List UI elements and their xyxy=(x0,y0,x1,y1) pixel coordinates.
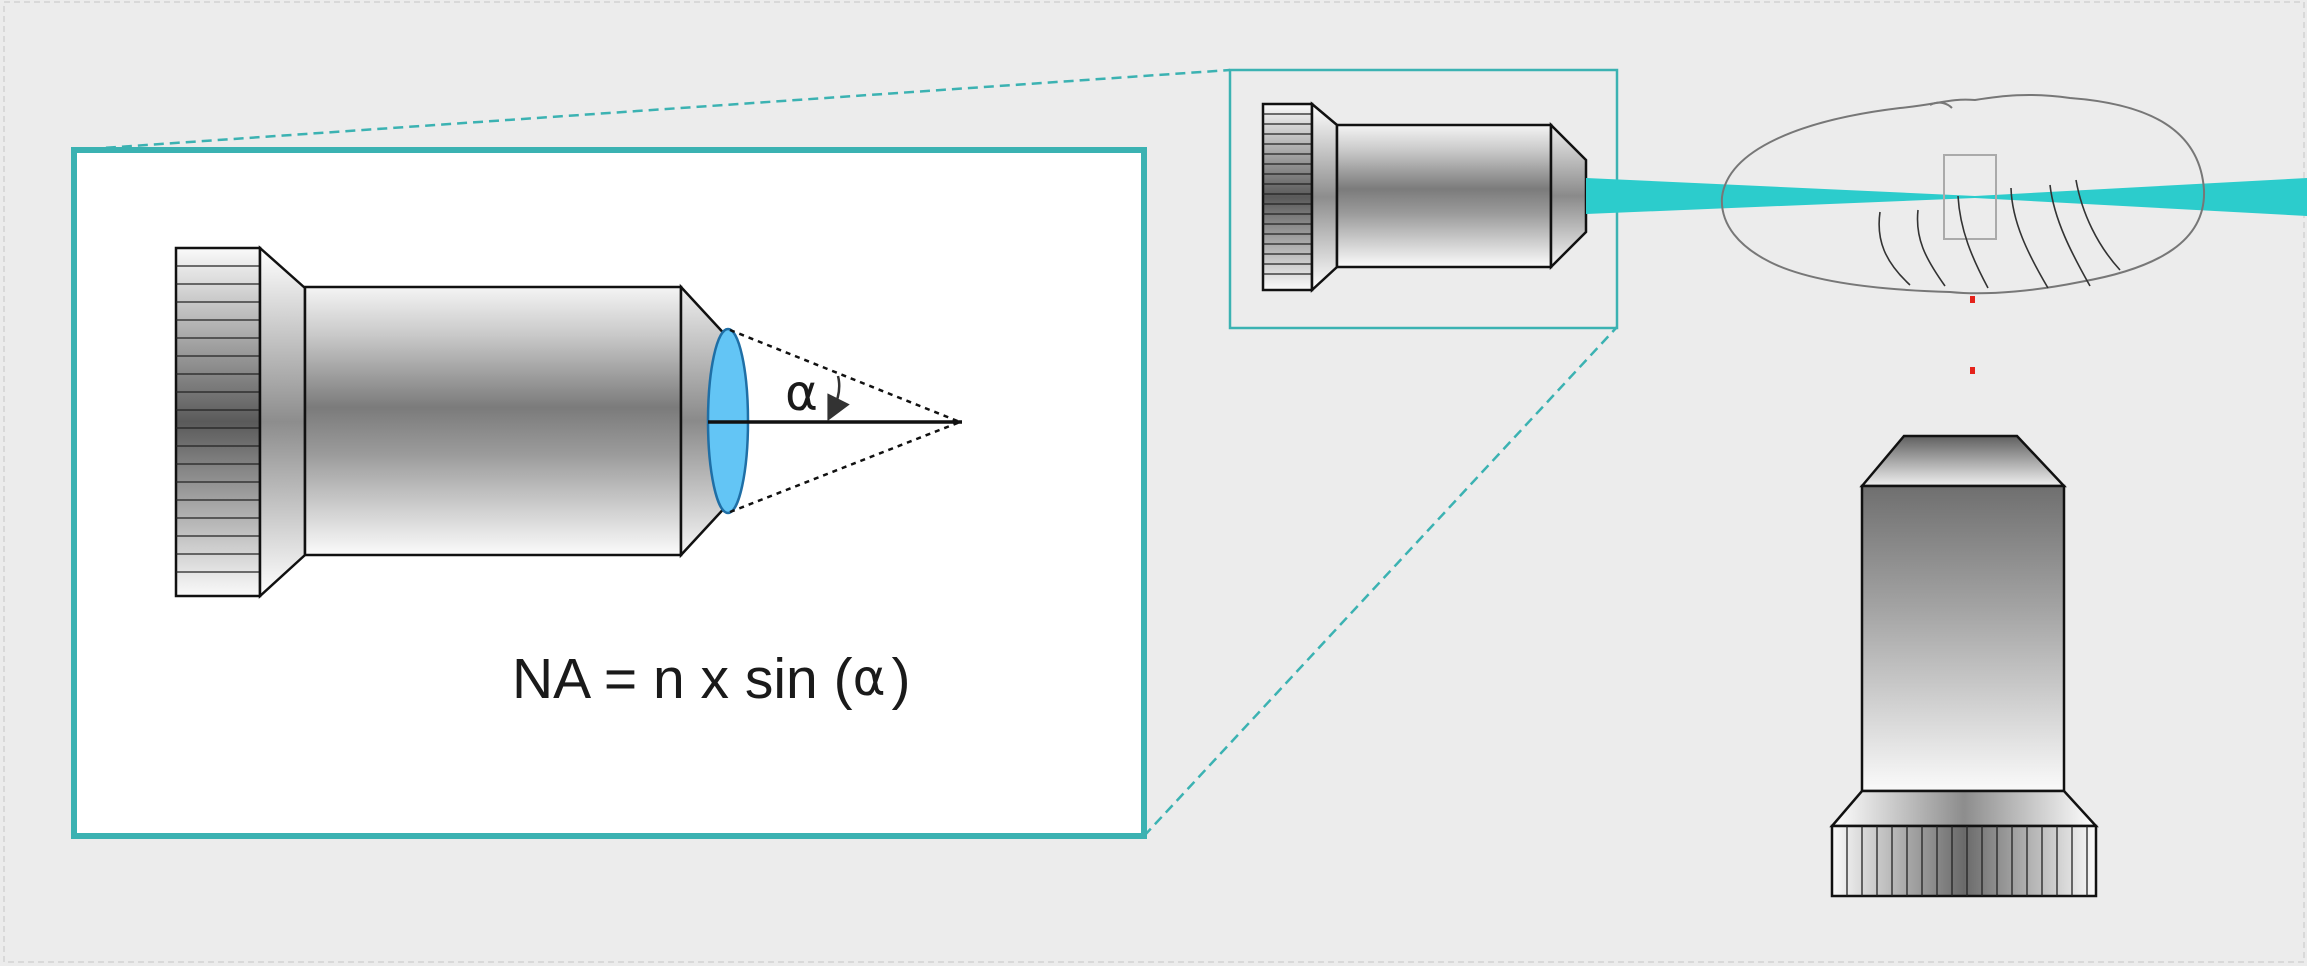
zoom-inset: α NA = n x sin (α) xyxy=(71,147,1147,839)
formula-prefix: NA = n x sin ( xyxy=(512,647,853,711)
acceptance-cone: α xyxy=(708,328,962,514)
zoom-connector-lines xyxy=(73,68,1618,837)
formula-suffix: ) xyxy=(892,647,911,711)
formula-symbol: α xyxy=(853,649,886,707)
detection-objective-icon xyxy=(1829,434,2099,898)
angle-arrow-icon xyxy=(827,375,850,422)
objective-small-icon xyxy=(1261,101,1588,293)
objective-large-icon xyxy=(174,245,750,599)
objective-detail-highlight xyxy=(1228,68,1619,330)
focal-point-dots xyxy=(1970,296,1975,442)
numerical-aperture-formula: NA = n x sin (α) xyxy=(512,647,911,711)
angle-label: α xyxy=(785,364,818,422)
light-sheet-beam xyxy=(1586,178,2307,216)
canvas-border xyxy=(3,1,2305,963)
specimen-outline xyxy=(1720,93,2206,295)
